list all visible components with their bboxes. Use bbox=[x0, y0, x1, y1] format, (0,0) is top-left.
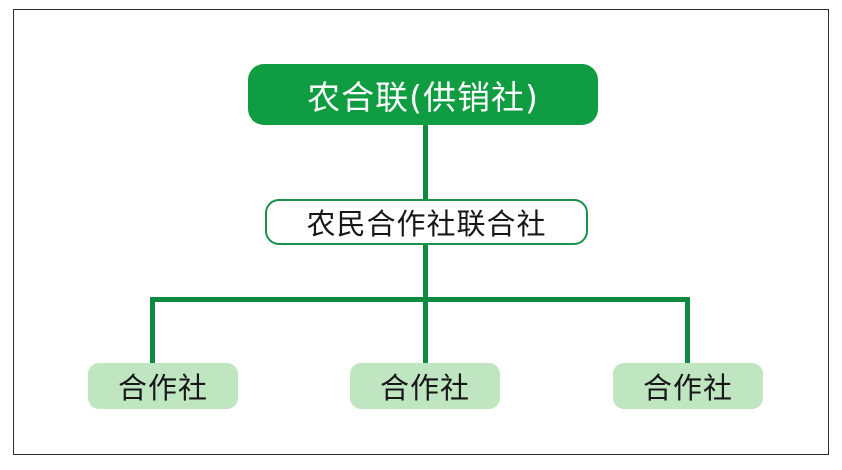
node-farmer-cooperative-union: 农民合作社联合社 bbox=[265, 199, 588, 245]
node-union-label: 农民合作社联合社 bbox=[306, 207, 547, 241]
connector-bus-to-leaf-3 bbox=[685, 297, 690, 365]
node-root-label: 农合联(供销社) bbox=[307, 77, 539, 117]
connector-bus-to-leaf-1 bbox=[150, 297, 155, 365]
node-root-federation: 农合联(供销社) bbox=[248, 64, 598, 125]
node-cooperative-2: 合作社 bbox=[350, 363, 500, 409]
node-cooperative-3: 合作社 bbox=[613, 363, 763, 409]
connector-distribution-bus bbox=[150, 297, 690, 302]
node-cooperative-2-label: 合作社 bbox=[379, 371, 470, 405]
connector-union-to-bus bbox=[423, 244, 428, 302]
connector-bus-to-leaf-2 bbox=[423, 297, 428, 365]
node-cooperative-3-label: 合作社 bbox=[642, 371, 733, 405]
node-cooperative-1-label: 合作社 bbox=[117, 371, 208, 405]
diagram-frame-border bbox=[13, 9, 829, 455]
node-cooperative-1: 合作社 bbox=[88, 363, 238, 409]
connector-root-to-union bbox=[423, 124, 428, 200]
